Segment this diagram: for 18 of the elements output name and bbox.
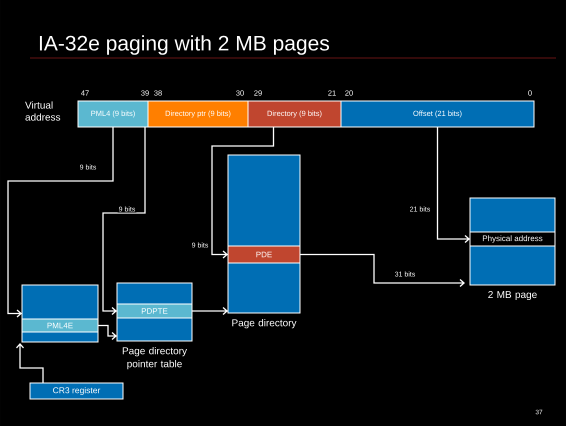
entry-row: PDE — [228, 246, 300, 264]
entry-row: PDPTE — [116, 304, 192, 318]
arrow — [436, 127, 470, 243]
arrow — [211, 127, 274, 258]
entry-row: PML4E — [22, 318, 98, 332]
entry-row: Physical address — [470, 232, 556, 246]
table-label: 2 MB page — [488, 291, 537, 300]
arrow — [192, 307, 228, 315]
arrow — [102, 127, 146, 315]
title: IA-32e paging with 2 MB pages — [40, 35, 330, 55]
table-label: Page directory — [232, 319, 296, 328]
label: Virtual address — [25, 101, 60, 121]
arrow — [300, 254, 465, 287]
arrow — [98, 324, 117, 340]
register-box: CR3 register — [30, 382, 124, 400]
table-label: Page directory pointer table — [122, 347, 187, 370]
arrow — [7, 127, 114, 318]
arrow — [16, 343, 44, 383]
